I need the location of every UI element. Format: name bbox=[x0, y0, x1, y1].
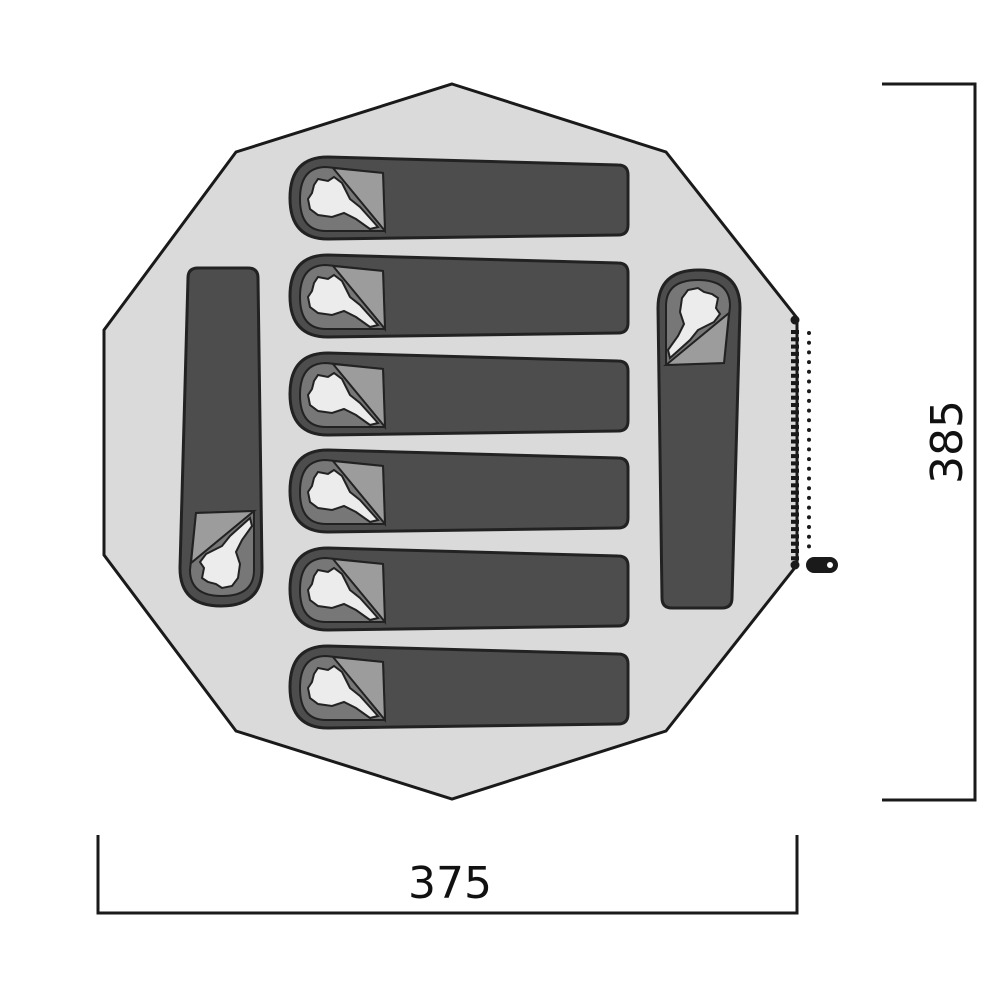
zipper-stitch bbox=[807, 447, 811, 452]
zipper-tooth bbox=[791, 549, 799, 553]
sleeping-bag bbox=[288, 546, 630, 632]
zipper-tooth bbox=[791, 410, 799, 415]
sleeping-bag bbox=[288, 351, 630, 437]
zipper-tooth bbox=[791, 483, 799, 488]
zipper-stitch bbox=[807, 379, 811, 384]
zipper-tooth bbox=[791, 461, 799, 466]
depth-dimension bbox=[882, 82, 977, 802]
zipper-tooth bbox=[791, 497, 799, 502]
zipper-tooth bbox=[791, 381, 799, 386]
zipper-tooth bbox=[791, 403, 799, 407]
sleeping-bag-left bbox=[178, 266, 264, 608]
zipper-stitch bbox=[807, 486, 811, 491]
zipper-stitch bbox=[807, 350, 811, 355]
zipper-tooth bbox=[791, 424, 799, 429]
sleeping-bag bbox=[288, 644, 630, 730]
zipper-tooth bbox=[791, 468, 799, 473]
sleeping-bag-right bbox=[656, 268, 742, 610]
width-label: 375 bbox=[408, 858, 492, 909]
zipper-stitch bbox=[807, 437, 811, 442]
width-dimension bbox=[96, 835, 799, 915]
zipper-tooth bbox=[791, 476, 799, 480]
zipper-stitch bbox=[807, 408, 811, 413]
zipper-stitch bbox=[807, 476, 811, 481]
zipper-stitch bbox=[807, 505, 811, 510]
zipper-tooth bbox=[791, 556, 799, 561]
sleeping-bag bbox=[288, 155, 630, 241]
zipper-stitch bbox=[807, 457, 811, 462]
zipper-stitch bbox=[807, 340, 811, 345]
zipper-stitch bbox=[807, 331, 811, 335]
door-zipper bbox=[790, 315, 811, 570]
zipper-stitch bbox=[807, 369, 811, 374]
zipper-tooth bbox=[791, 359, 799, 364]
zipper-stitch bbox=[807, 525, 811, 529]
zipper-tooth bbox=[791, 454, 799, 459]
zipper-stitch bbox=[807, 418, 811, 423]
zipper-tooth bbox=[791, 490, 799, 495]
zipper-stitch bbox=[807, 360, 811, 365]
zipper-tooth bbox=[791, 527, 799, 532]
zipper-tooth bbox=[791, 512, 799, 517]
zipper-pull-icon bbox=[806, 557, 838, 573]
zipper-tooth bbox=[791, 439, 799, 444]
zipper-stitch bbox=[807, 515, 811, 520]
zipper-tooth bbox=[791, 432, 799, 437]
zipper-tooth bbox=[791, 395, 799, 400]
zipper-tooth bbox=[791, 388, 799, 393]
zipper-tooth bbox=[791, 541, 799, 546]
sleeping-bag bbox=[288, 448, 630, 534]
zipper-tooth bbox=[791, 366, 799, 371]
zipper-tooth bbox=[791, 330, 799, 334]
zipper-tooth bbox=[791, 373, 799, 378]
zipper-tooth bbox=[791, 534, 799, 539]
zipper-stitch bbox=[807, 428, 811, 432]
zipper-tooth bbox=[791, 337, 799, 342]
zipper-stitch bbox=[807, 495, 811, 500]
zipper-tooth bbox=[791, 417, 799, 422]
zipper-stitch bbox=[807, 544, 811, 549]
zipper-tooth bbox=[791, 505, 799, 510]
zipper-tooth bbox=[791, 446, 799, 451]
zipper-tooth bbox=[791, 351, 799, 356]
sleeping-bag bbox=[288, 253, 630, 339]
zipper-stitch bbox=[807, 389, 811, 394]
zipper-end bbox=[790, 560, 800, 570]
zipper-end bbox=[790, 315, 800, 325]
zipper-stitch bbox=[807, 466, 811, 471]
zipper-tooth bbox=[791, 519, 799, 524]
depth-label: 385 bbox=[922, 400, 973, 484]
zipper-stitch bbox=[807, 534, 811, 539]
zipper-tooth bbox=[791, 344, 799, 349]
zipper-stitch bbox=[807, 398, 811, 403]
